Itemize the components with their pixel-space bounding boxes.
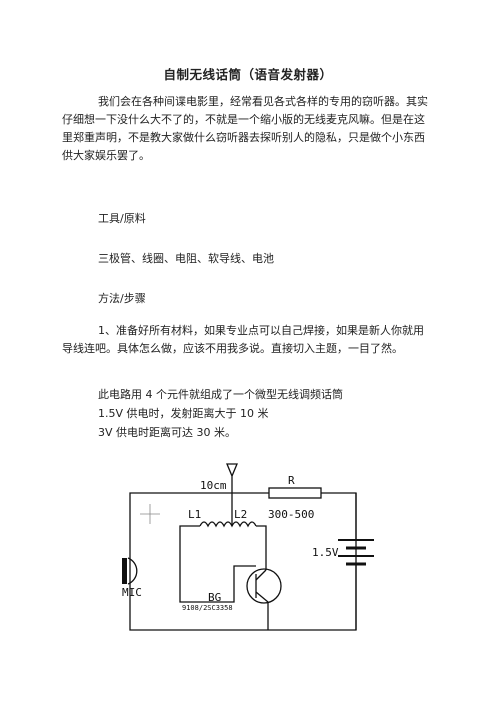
transistor-label: BG (208, 591, 221, 604)
microphone-symbol (122, 557, 138, 585)
page-title: 自制无线话筒（语音发射器） (163, 67, 333, 82)
l1-label: L1 (188, 508, 201, 521)
antenna-label: 10cm (200, 479, 227, 492)
inductor-coil-symbol (199, 521, 257, 528)
tools-heading: 工具/原料 (98, 212, 146, 225)
resistor-symbol (268, 487, 322, 499)
materials-list: 三极管、线圈、电阻、软导线、电池 (98, 252, 274, 265)
l2-label: L2 (234, 508, 247, 521)
antenna-symbol (226, 463, 238, 493)
battery-label: 1.5V (312, 546, 339, 559)
resistor-label: R (288, 474, 295, 487)
outer-wire-left (129, 492, 357, 631)
battery-symbol (338, 493, 374, 630)
transistor-part-number: 9108/2SC3358 (182, 604, 233, 612)
circuit-diagram: 10cm R 300-500 L1 L2 1.5V MIC BG 9108/2S… (122, 463, 374, 631)
circuit-description-2: 1.5V 供电时，发射距离大于 10 米 (98, 407, 269, 420)
lc-loop-wire (179, 525, 256, 603)
resistor-value: 300-500 (268, 508, 314, 521)
circuit-description-1: 此电路用 4 个元件就组成了一个微型无线调频话筒 (98, 388, 343, 401)
mic-label: MIC (122, 586, 142, 599)
method-heading: 方法/步骤 (98, 292, 146, 305)
transistor-symbol (246, 568, 282, 604)
intro-paragraph: 我们会在各种间谍电影里，经常看见各式各样的专用的窃听器。其实仔细想一下没什么大不… (62, 95, 428, 162)
step-1-paragraph: 1、准备好所有材料，如果专业点可以自己焊接，如果是新人你就用导线连吧。具体怎么做… (62, 324, 424, 355)
circuit-description-3: 3V 供电时距离可达 30 米。 (98, 426, 237, 439)
